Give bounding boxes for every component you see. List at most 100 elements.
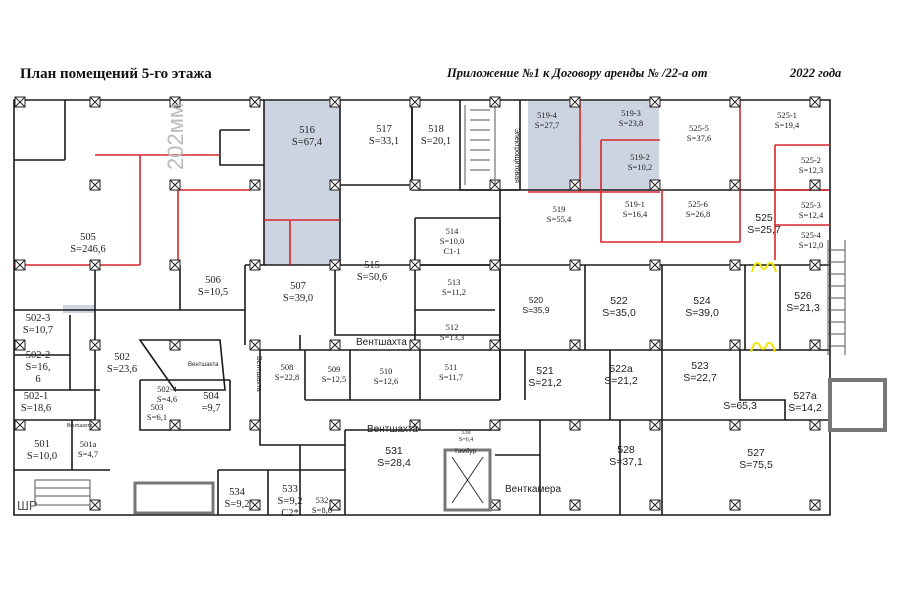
column-icon (89, 339, 101, 351)
watermark: 202мм (163, 103, 188, 170)
column-icon (569, 259, 581, 271)
column-icon (14, 339, 26, 351)
room-area: S=13,3 (439, 332, 465, 342)
column-icon (249, 339, 261, 351)
room-code: C2* (281, 508, 299, 519)
room-number: 534 (229, 487, 245, 498)
leased-area-highlights (63, 101, 659, 313)
red-partitions (14, 100, 830, 266)
room-area: S=8,0 (311, 505, 333, 515)
room-area: S=16, (25, 362, 51, 373)
room-area: S=11,2 (441, 287, 467, 297)
column-icon (249, 179, 261, 191)
room-area: S=10,0 (439, 236, 465, 246)
room-number: 506 (205, 275, 221, 286)
room-number: 502 (114, 352, 130, 363)
room-area: S=12,4 (798, 210, 824, 220)
yellow-marker (750, 342, 776, 353)
column-icon (649, 499, 661, 511)
ventshaft-label: Вентшахта (188, 362, 219, 368)
room-area: S=18,6 (20, 403, 52, 414)
column-icon (569, 499, 581, 511)
room-number: 504 (203, 391, 219, 402)
room-corridor[interactable]: S=65,3 (723, 400, 757, 412)
room-area: S=12,0 (798, 240, 824, 250)
room-area: S=10,0 (26, 451, 58, 462)
room-number: 525 (755, 212, 773, 224)
room-number: 522 (610, 295, 628, 307)
partition (177, 189, 250, 265)
room-area: S=35,9 (522, 305, 550, 315)
shr-label: ШР (17, 498, 38, 513)
room-number: 508 (280, 362, 294, 372)
wall (304, 350, 500, 401)
room-area: S=12,5 (321, 374, 347, 384)
room-number: 509 (327, 364, 341, 374)
vestibule-label: Тамбур (454, 448, 477, 455)
room-area: S=39,0 (282, 293, 314, 304)
room-area: S=16,4 (622, 209, 648, 219)
column-icon (329, 179, 341, 191)
partition (528, 100, 740, 243)
partition (739, 100, 830, 260)
column-icon (409, 339, 421, 351)
appendix-caption: Приложение №1 к Договору аренды № /22-а … (447, 66, 708, 80)
column-icon (329, 499, 341, 511)
room-number: 502-1 (23, 391, 49, 402)
room-504[interactable]: 504=9,7 (201, 391, 220, 415)
room-area: S=27,7 (534, 120, 560, 130)
wall (138, 339, 231, 431)
room-502-3-highlight (63, 305, 95, 313)
room-number: 519-2 (630, 152, 650, 162)
